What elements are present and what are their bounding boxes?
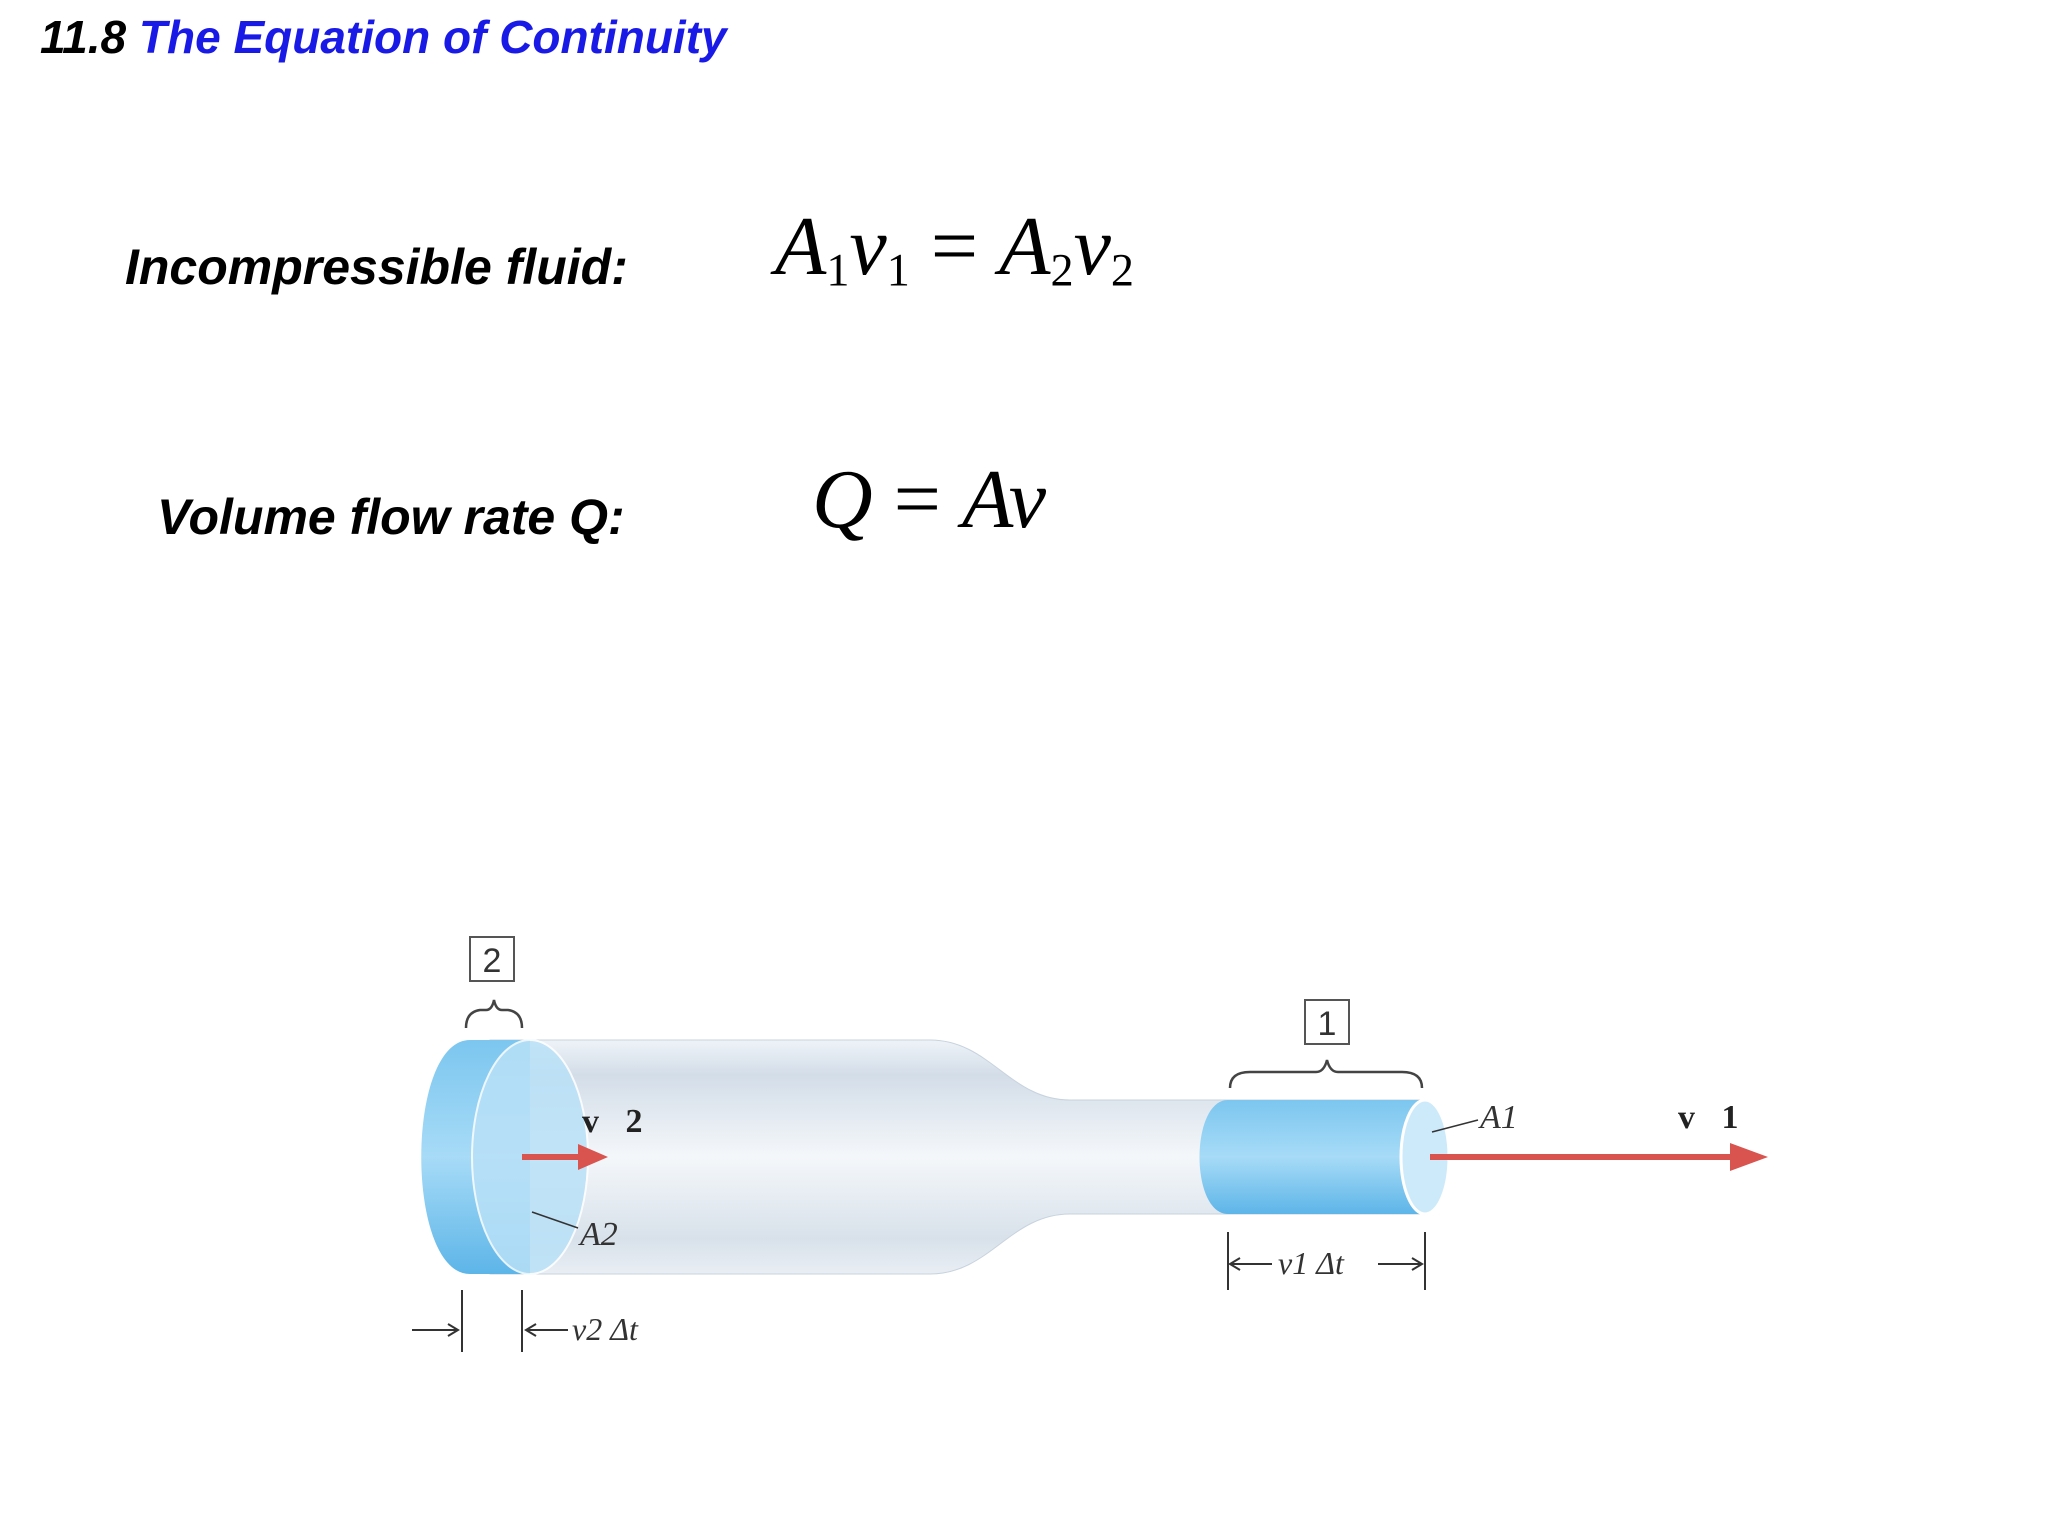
flow-rate-equation: Q=Av bbox=[812, 458, 1046, 542]
continuity-equation: A1v1=A2v2 bbox=[775, 205, 1134, 294]
v2-vector-label: v⃗2 bbox=[582, 1103, 642, 1140]
volume-flow-rate-label: Volume flow rate Q: bbox=[157, 489, 625, 545]
v1-arrow-head bbox=[1730, 1143, 1768, 1171]
fluid-slab-1 bbox=[1199, 1100, 1425, 1214]
v1dt-arrow-right-head bbox=[1411, 1257, 1424, 1271]
eq-v2: v bbox=[1073, 200, 1111, 293]
region-2-label: 2 bbox=[483, 942, 502, 980]
v2dt-label: v2 Δt bbox=[572, 1311, 639, 1347]
region-1-box bbox=[1304, 999, 1350, 1045]
v1dt-arrow-left-head bbox=[1228, 1257, 1241, 1271]
v1-vector-label: v⃗1 bbox=[1678, 1099, 1738, 1136]
eq-av: Av bbox=[962, 453, 1047, 546]
region-1-label: 1 bbox=[1318, 1005, 1337, 1043]
section-title: The Equation of Continuity bbox=[138, 11, 727, 63]
eq-v1: v bbox=[849, 200, 887, 293]
eq-q: Q bbox=[812, 453, 873, 546]
a2-label: A2 bbox=[578, 1216, 618, 1253]
slide-title: 11.8 The Equation of Continuity bbox=[40, 10, 727, 64]
eq-a1: A bbox=[775, 200, 827, 293]
region-2-brace bbox=[464, 999, 524, 1029]
v2dt-arrow-right-head bbox=[524, 1323, 537, 1337]
eq-v1-sub: 1 bbox=[886, 244, 910, 296]
eq-a2-sub: 2 bbox=[1050, 244, 1074, 296]
eq-v2-sub: 2 bbox=[1110, 244, 1134, 296]
a1-leader bbox=[1431, 1119, 1479, 1133]
v2-arrow-head bbox=[578, 1144, 608, 1170]
a1-label: A1 bbox=[1478, 1099, 1518, 1136]
v1dt-label: v1 Δt bbox=[1278, 1245, 1345, 1281]
eq-flow-equals: = bbox=[893, 453, 942, 546]
v2dt-arrow-left-head bbox=[447, 1323, 460, 1337]
eq-a1-sub: 1 bbox=[826, 244, 850, 296]
incompressible-fluid-label: Incompressible fluid: bbox=[125, 239, 628, 295]
section-number: 11.8 bbox=[40, 11, 127, 63]
a2-leader bbox=[531, 1211, 579, 1229]
eq-equals: = bbox=[930, 200, 979, 293]
pipe-flow-diagram: 2 1 v⃗2 v⃗1 A2 A1 v2 Δt v1 Δt bbox=[412, 936, 1768, 1352]
region-2-box bbox=[469, 936, 515, 982]
region-1-brace bbox=[1228, 1059, 1424, 1089]
eq-a2: A bbox=[999, 200, 1051, 293]
